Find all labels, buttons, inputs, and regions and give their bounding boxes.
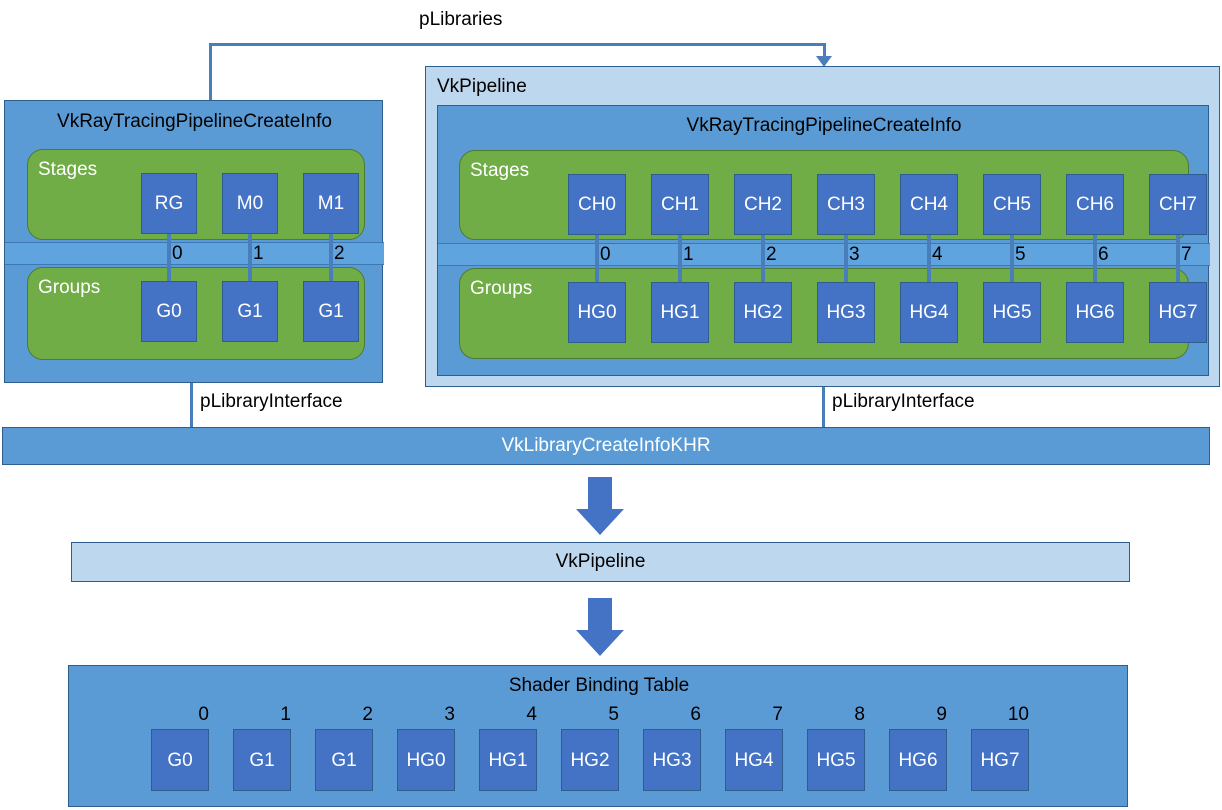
right-stage-node[interactable]: CH1: [651, 174, 709, 235]
arrow-to-pipeline: [576, 477, 624, 535]
right-stage-node[interactable]: CH5: [983, 174, 1041, 235]
sbt-index-number: 10: [1007, 704, 1029, 725]
sbt-index-number: 3: [444, 704, 455, 725]
sbt-index-number: 0: [198, 704, 209, 725]
right-index-number: 0: [600, 244, 611, 265]
right-group-node[interactable]: HG6: [1066, 282, 1124, 343]
right-connector: [761, 235, 765, 282]
left-library-title: VkRayTracingPipelineCreateInfo: [57, 111, 332, 132]
sbt-entry[interactable]: HG0: [397, 729, 455, 791]
plibraries-label: pLibraries: [419, 9, 503, 30]
left-stage-node[interactable]: M1: [303, 173, 359, 234]
right-group-node[interactable]: HG3: [817, 282, 875, 343]
right-stage-node[interactable]: CH6: [1066, 174, 1124, 235]
right-index-number: 6: [1098, 244, 1109, 265]
arrow-to-sbt: [576, 598, 624, 656]
left-connector: [167, 234, 171, 281]
left-stage-node[interactable]: RG: [141, 173, 197, 234]
right-pipeline-outer-title: VkPipeline: [437, 76, 527, 97]
right-group-node[interactable]: HG4: [900, 282, 958, 343]
sbt-index-number: 5: [608, 704, 619, 725]
sbt-entry[interactable]: HG6: [889, 729, 947, 791]
sbt-entry[interactable]: G1: [233, 729, 291, 791]
right-stages-label: Stages: [470, 160, 530, 181]
right-group-node[interactable]: HG2: [734, 282, 792, 343]
right-index-number: 3: [849, 244, 860, 265]
right-index-number: 1: [683, 244, 694, 265]
left-index-number: 0: [172, 243, 183, 264]
sbt-entry[interactable]: HG7: [971, 729, 1029, 791]
plibraries-horizontal: [209, 43, 826, 46]
result-pipeline-title: VkPipeline: [555, 551, 646, 572]
sbt-index-number: 2: [362, 704, 373, 725]
left-stages-label: Stages: [38, 159, 98, 180]
right-connector: [844, 235, 848, 282]
result-pipeline-bar: VkPipeline: [71, 542, 1130, 582]
left-index-number: 1: [253, 243, 264, 264]
right-stage-node[interactable]: CH7: [1149, 174, 1207, 235]
plibraries-descender: [823, 43, 826, 59]
left-interface-label: pLibraryInterface: [200, 391, 343, 412]
sbt-entry[interactable]: HG2: [561, 729, 619, 791]
left-interface-line: [190, 383, 193, 437]
sbt-entry[interactable]: HG4: [725, 729, 783, 791]
left-library-panel: VkRayTracingPipelineCreateInfo Stages Gr…: [4, 100, 384, 384]
left-groups-label: Groups: [38, 277, 101, 298]
sbt-index-number: 8: [854, 704, 865, 725]
left-stage-node[interactable]: M0: [222, 173, 278, 234]
left-group-node[interactable]: G1: [303, 281, 359, 342]
right-stage-node[interactable]: CH4: [900, 174, 958, 235]
right-stage-node[interactable]: CH3: [817, 174, 875, 235]
sbt-entry[interactable]: HG3: [643, 729, 701, 791]
right-interface-line: [822, 387, 825, 437]
sbt-index-number: 6: [690, 704, 701, 725]
left-group-node[interactable]: G0: [141, 281, 197, 342]
library-create-info-title: VkLibraryCreateInfoKHR: [501, 435, 711, 456]
right-connector: [1176, 235, 1180, 282]
right-index-number: 7: [1181, 244, 1192, 265]
right-connector: [927, 235, 931, 282]
plibraries-arrowhead: [816, 56, 832, 67]
right-create-info-title: VkRayTracingPipelineCreateInfo: [686, 115, 962, 136]
right-group-node[interactable]: HG7: [1149, 282, 1207, 343]
right-index-number: 5: [1015, 244, 1026, 265]
left-index-number: 2: [334, 243, 345, 264]
left-group-node[interactable]: G1: [222, 281, 278, 342]
right-group-node[interactable]: HG0: [568, 282, 626, 343]
right-group-node[interactable]: HG5: [983, 282, 1041, 343]
right-index-number: 2: [766, 244, 777, 265]
left-connector: [248, 234, 252, 281]
right-pipeline-outer: VkPipeline VkRayTracingPipelineCreateInf…: [425, 66, 1220, 387]
shader-binding-table-title: Shader Binding Table: [508, 675, 690, 696]
right-connector: [1010, 235, 1014, 282]
right-create-info-panel: VkRayTracingPipelineCreateInfo Stages Gr…: [437, 105, 1210, 377]
sbt-index-number: 9: [936, 704, 947, 725]
sbt-entry[interactable]: HG1: [479, 729, 537, 791]
right-connector: [678, 235, 682, 282]
sbt-entry[interactable]: G1: [315, 729, 373, 791]
right-index-band: [438, 243, 1210, 266]
right-stage-node[interactable]: CH0: [568, 174, 626, 235]
sbt-entry[interactable]: G0: [151, 729, 209, 791]
right-index-number: 4: [932, 244, 943, 265]
sbt-index-number: 4: [526, 704, 537, 725]
right-group-node[interactable]: HG1: [651, 282, 709, 343]
library-create-info-bar: VkLibraryCreateInfoKHR: [2, 427, 1210, 465]
left-connector: [329, 234, 333, 281]
sbt-entry[interactable]: HG5: [807, 729, 865, 791]
right-stage-node[interactable]: CH2: [734, 174, 792, 235]
sbt-index-number: 1: [280, 704, 291, 725]
left-index-band: [5, 242, 384, 265]
plibraries-riser: [209, 43, 212, 101]
right-interface-label: pLibraryInterface: [832, 391, 975, 412]
right-connector: [1093, 235, 1097, 282]
right-connector: [595, 235, 599, 282]
sbt-index-number: 7: [772, 704, 783, 725]
right-groups-label: Groups: [470, 278, 533, 299]
